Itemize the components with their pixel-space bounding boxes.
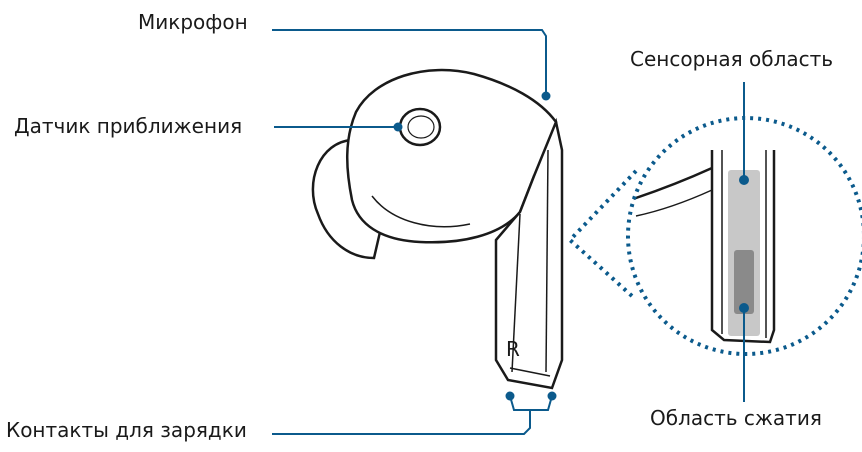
charging-contacts-label: Контакты для зарядки — [6, 418, 247, 442]
stem-edge-line-2 — [545, 149, 549, 373]
proximity-sensor-inner — [407, 115, 435, 139]
microphone-dot — [541, 91, 551, 101]
zoom-head-curve — [629, 166, 713, 202]
earbud-stem — [494, 117, 564, 390]
microphone-label: Микрофон — [138, 10, 248, 34]
stem-edge-line — [511, 213, 521, 373]
proximity-dot — [393, 122, 403, 132]
touch-area-label: Сенсорная область — [630, 47, 834, 71]
charging-dot-left — [505, 391, 515, 401]
charging-bracket — [509, 395, 553, 411]
squeeze-area-label: Область сжатия — [650, 406, 822, 430]
microphone-leader — [272, 29, 547, 96]
zoom-pointer — [567, 169, 638, 298]
touch-dot — [739, 175, 749, 185]
zoom-circle — [626, 116, 862, 356]
proximity-sensor-label: Датчик приближения — [14, 114, 243, 138]
earbud-shell-line — [371, 195, 471, 228]
zoom-head-curve-2 — [635, 189, 713, 217]
charging-dot-right — [547, 391, 557, 401]
squeeze-dot — [739, 303, 749, 313]
side-mark: R — [506, 337, 520, 361]
stem-base-line — [509, 367, 551, 377]
squeeze-area — [734, 250, 754, 314]
charging-leader — [272, 410, 531, 435]
